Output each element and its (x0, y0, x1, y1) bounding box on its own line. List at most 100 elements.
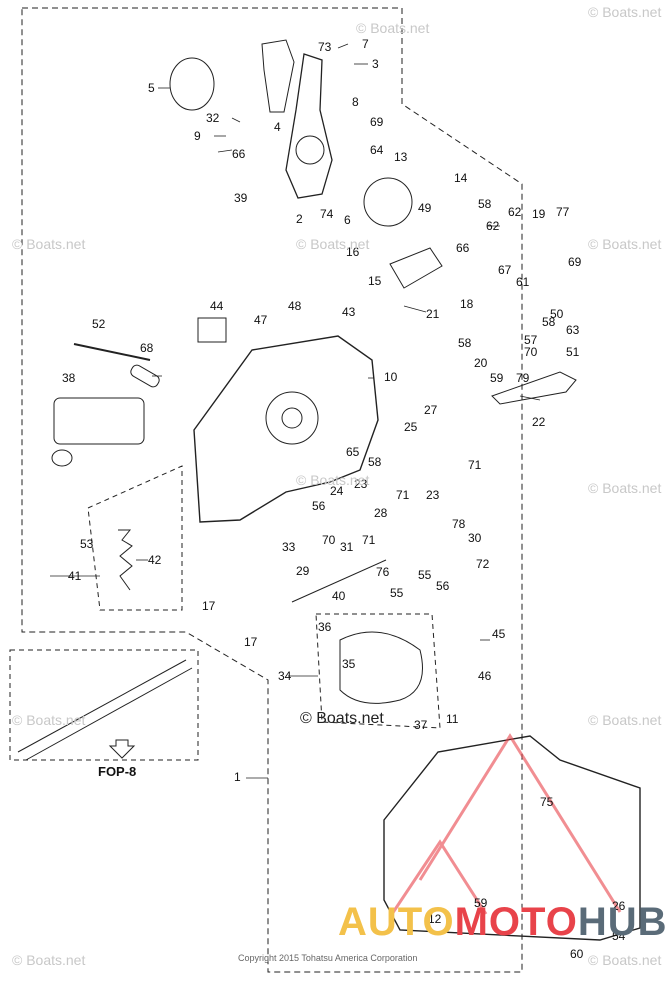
callout: 46 (478, 669, 492, 683)
callout: 51 (566, 345, 580, 359)
callout: 16 (346, 245, 360, 259)
callout: 12 (428, 912, 442, 926)
callout: 32 (206, 111, 220, 125)
callout: 65 (346, 445, 360, 459)
control-lever (285, 53, 333, 199)
callout: 35 (342, 657, 356, 671)
callout: 69 (370, 115, 384, 129)
callout: 9 (194, 129, 201, 143)
callout: 37 (414, 718, 428, 732)
callout: 47 (254, 313, 268, 327)
callout: 58 (542, 315, 556, 329)
callout: 55 (390, 586, 404, 600)
callout: 1 (234, 770, 241, 784)
watermark: © Boats.net (588, 712, 662, 728)
callout: 23 (354, 477, 368, 491)
callout: 66 (456, 241, 470, 255)
callout: 27 (424, 403, 438, 417)
watermark: © Boats.net (296, 472, 370, 488)
callout: 39 (234, 191, 248, 205)
callout: 50 (550, 307, 564, 321)
callout: 30 (468, 531, 482, 545)
callout: 42 (148, 553, 162, 567)
watermark: © Boats.net (12, 952, 86, 968)
callout: 71 (362, 533, 376, 547)
watermark: © Boats.net (296, 236, 370, 252)
callout: 71 (468, 458, 482, 472)
rear-cover (383, 735, 641, 941)
callout: 19 (532, 207, 546, 221)
callout: 18 (460, 297, 474, 311)
callout: 25 (404, 420, 418, 434)
callout: 71 (396, 488, 410, 502)
watermark: © Boats.net (588, 952, 662, 968)
callout: 75 (540, 795, 554, 809)
cable-box (9, 649, 199, 761)
callout: 31 (340, 540, 354, 554)
logo-part-hub: HUB (577, 900, 666, 944)
ignition-kit-box (87, 465, 183, 611)
logo-triangle-large (418, 733, 622, 913)
callout: 28 (374, 506, 388, 520)
autmotohub-logo: AUTOMOTOHUB (338, 900, 666, 945)
callout: 60 (570, 947, 584, 961)
callout: 79 (516, 371, 530, 385)
callout: 6 (344, 213, 351, 227)
callout: 44 (210, 299, 224, 313)
callout: 24 (330, 484, 344, 498)
callout: 68 (140, 341, 154, 355)
callout: 62 (508, 205, 522, 219)
logo-triangle-small (390, 839, 488, 915)
reference-label-fop: FOP-8 (98, 764, 137, 779)
callout: 69 (568, 255, 582, 269)
watermark: © Boats.net (588, 4, 662, 20)
callout: 55 (418, 568, 432, 582)
callout: 7 (362, 37, 369, 51)
callout: 61 (516, 275, 530, 289)
callout: 41 (68, 569, 82, 583)
callout: 48 (288, 299, 302, 313)
callout: 58 (368, 455, 382, 469)
callout: 11 (446, 712, 459, 726)
callout: 13 (394, 150, 408, 164)
callout: 64 (370, 143, 384, 157)
callout: 66 (232, 147, 246, 161)
callout: 56 (436, 579, 450, 593)
fop-arrow (108, 739, 136, 759)
callout: 38 (62, 371, 76, 385)
callout: 43 (342, 305, 356, 319)
callout: 77 (556, 205, 570, 219)
callout: 21 (426, 307, 440, 321)
callout: 15 (368, 274, 382, 288)
callout: 5 (148, 81, 155, 95)
callout: 78 (452, 517, 466, 531)
callout: 63 (566, 323, 580, 337)
callout: 49 (418, 201, 432, 215)
callout: 23 (426, 488, 440, 502)
callout: 62 (486, 219, 500, 233)
callout: 14 (454, 171, 468, 185)
watermark: © Boats.net (12, 712, 86, 728)
callout: 73 (318, 40, 332, 54)
callout: 76 (376, 565, 390, 579)
callout: 70 (322, 533, 336, 547)
callout: 58 (458, 336, 472, 350)
callout: 17 (202, 599, 216, 613)
callout: 67 (498, 263, 512, 277)
callout: 2 (296, 212, 303, 226)
callout: 26 (612, 899, 626, 913)
callout: 36 (318, 620, 332, 634)
callout: 54 (612, 929, 626, 943)
callout: 34 (278, 669, 292, 683)
callout: 45 (492, 627, 506, 641)
callout: 58 (478, 197, 492, 211)
callout: 3 (372, 57, 379, 71)
logo-part-auto: AUTO (338, 900, 455, 944)
handle-grip (261, 39, 295, 113)
assembly-boundary (21, 7, 523, 973)
watermark: © Boats.net (12, 236, 86, 252)
callout: 57 (524, 333, 538, 347)
callout: 20 (474, 356, 488, 370)
callout: 10 (384, 370, 398, 384)
